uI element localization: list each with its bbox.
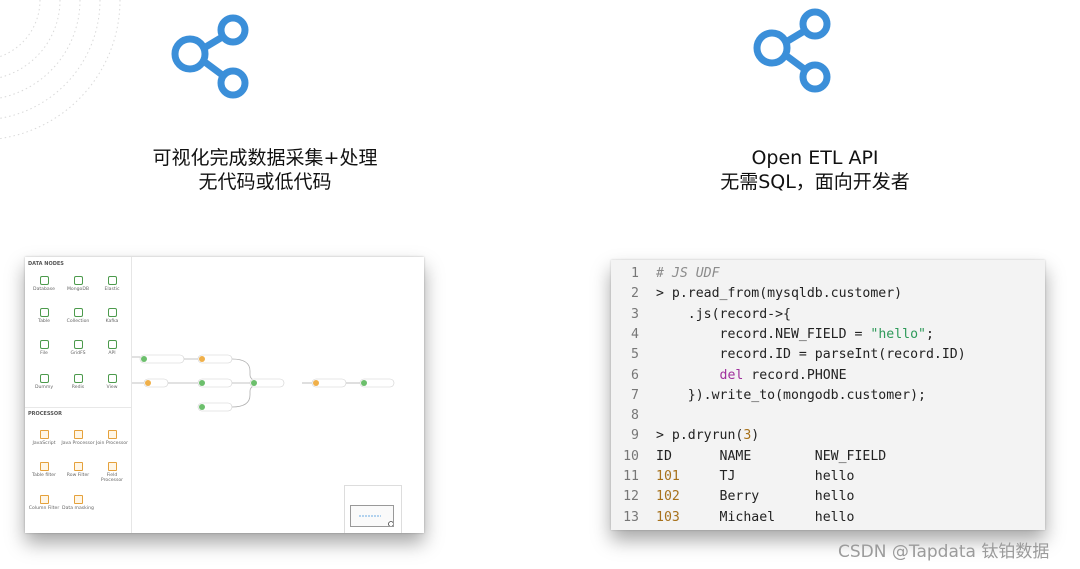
pipeline-graph xyxy=(132,354,395,412)
code-line: 8 xyxy=(631,408,639,424)
code-line: 6 del record.PHONE xyxy=(631,367,847,383)
mongodb-icon xyxy=(73,276,83,285)
redis-icon xyxy=(73,374,83,383)
minimap-graph xyxy=(359,515,394,527)
section-processor: PROCESSOR xyxy=(28,411,62,417)
field-icon xyxy=(107,462,117,471)
proc-java[interactable]: Java Processor xyxy=(61,430,95,446)
data-masking-icon xyxy=(73,495,83,504)
node-collection[interactable]: Collection xyxy=(61,308,95,324)
designer-canvas[interactable] xyxy=(132,257,424,533)
column-filter-icon xyxy=(39,495,49,504)
node-dummy[interactable]: Dummy xyxy=(27,374,61,390)
code-line: 2> p.read_from(mysqldb.customer) xyxy=(631,286,903,302)
code-line: 5 record.ID = parseInt(record.ID) xyxy=(631,347,966,363)
decorative-arcs xyxy=(0,0,121,140)
node-mongodb[interactable]: MongoDB xyxy=(61,276,95,292)
gridfs-icon xyxy=(73,340,83,349)
join-icon xyxy=(107,430,117,439)
left-heading: 可视化完成数据采集+处理 无代码或低代码 xyxy=(60,146,470,194)
code-line: 4 record.NEW_FIELD = "hello"; xyxy=(631,326,934,342)
javascript-icon xyxy=(39,430,49,439)
code-line: 3 .js(record->{ xyxy=(631,306,791,322)
left-heading-line1: 可视化完成数据采集+处理 xyxy=(152,147,378,169)
pipeline-designer: DATA NODES Database MongoDB Elastic Tabl… xyxy=(25,257,424,533)
node-database[interactable]: Database xyxy=(27,276,61,292)
code-line: 1# JS UDF xyxy=(631,266,720,281)
dummy-icon xyxy=(39,374,49,383)
proc-table-filter[interactable]: Table filter xyxy=(27,462,61,478)
proc-field[interactable]: Field Processor xyxy=(95,462,129,483)
watermark: CSDN @Tapdata 钛铂数据 xyxy=(838,542,1050,562)
minimap-viewport[interactable] xyxy=(350,505,394,527)
section-data-nodes: DATA NODES xyxy=(28,261,64,267)
right-heading: Open ETL API 无需SQL，面向开发者 xyxy=(650,146,980,194)
proc-column-filter[interactable]: Column Filter xyxy=(27,495,61,511)
proc-javascript[interactable]: JavaScript xyxy=(27,430,61,446)
proc-data-masking[interactable]: Data masking xyxy=(61,495,95,511)
code-line: 9> p.dryrun(3) xyxy=(631,428,760,444)
kafka-icon xyxy=(107,308,117,317)
designer-sidebar: DATA NODES Database MongoDB Elastic Tabl… xyxy=(25,257,132,533)
share-icon xyxy=(166,8,260,102)
left-heading-line2: 无代码或低代码 xyxy=(198,171,332,193)
code-panel: 1# JS UDF 2> p.read_from(mysqldb.custome… xyxy=(611,260,1045,530)
share-icon xyxy=(748,2,842,96)
node-api[interactable]: API xyxy=(95,340,129,356)
java-icon xyxy=(73,430,83,439)
node-redis[interactable]: Redis xyxy=(61,374,95,390)
proc-join[interactable]: Join Processor xyxy=(95,430,129,446)
right-heading-line2: 无需SQL，面向开发者 xyxy=(720,171,910,193)
canvas-minimap[interactable] xyxy=(344,485,402,533)
node-elastic[interactable]: Elastic xyxy=(95,276,129,292)
database-icon xyxy=(39,276,49,285)
file-icon xyxy=(39,340,49,349)
view-icon xyxy=(107,374,117,383)
node-kafka[interactable]: Kafka xyxy=(95,308,129,324)
node-table[interactable]: Table xyxy=(27,308,61,324)
code-line: 7 }).write_to(mongodb.customer); xyxy=(631,387,926,403)
api-icon xyxy=(107,340,117,349)
sidebar-divider xyxy=(25,407,131,408)
node-file[interactable]: File xyxy=(27,340,61,356)
node-view[interactable]: View xyxy=(95,374,129,390)
node-gridfs[interactable]: GridFS xyxy=(61,340,95,356)
elastic-icon xyxy=(107,276,117,285)
table-filter-icon xyxy=(39,462,49,471)
row-filter-icon xyxy=(73,462,83,471)
proc-row-filter[interactable]: Row Filter xyxy=(61,462,95,478)
right-heading-line1: Open ETL API xyxy=(751,147,879,169)
table-icon xyxy=(39,308,49,317)
collection-icon xyxy=(73,308,83,317)
